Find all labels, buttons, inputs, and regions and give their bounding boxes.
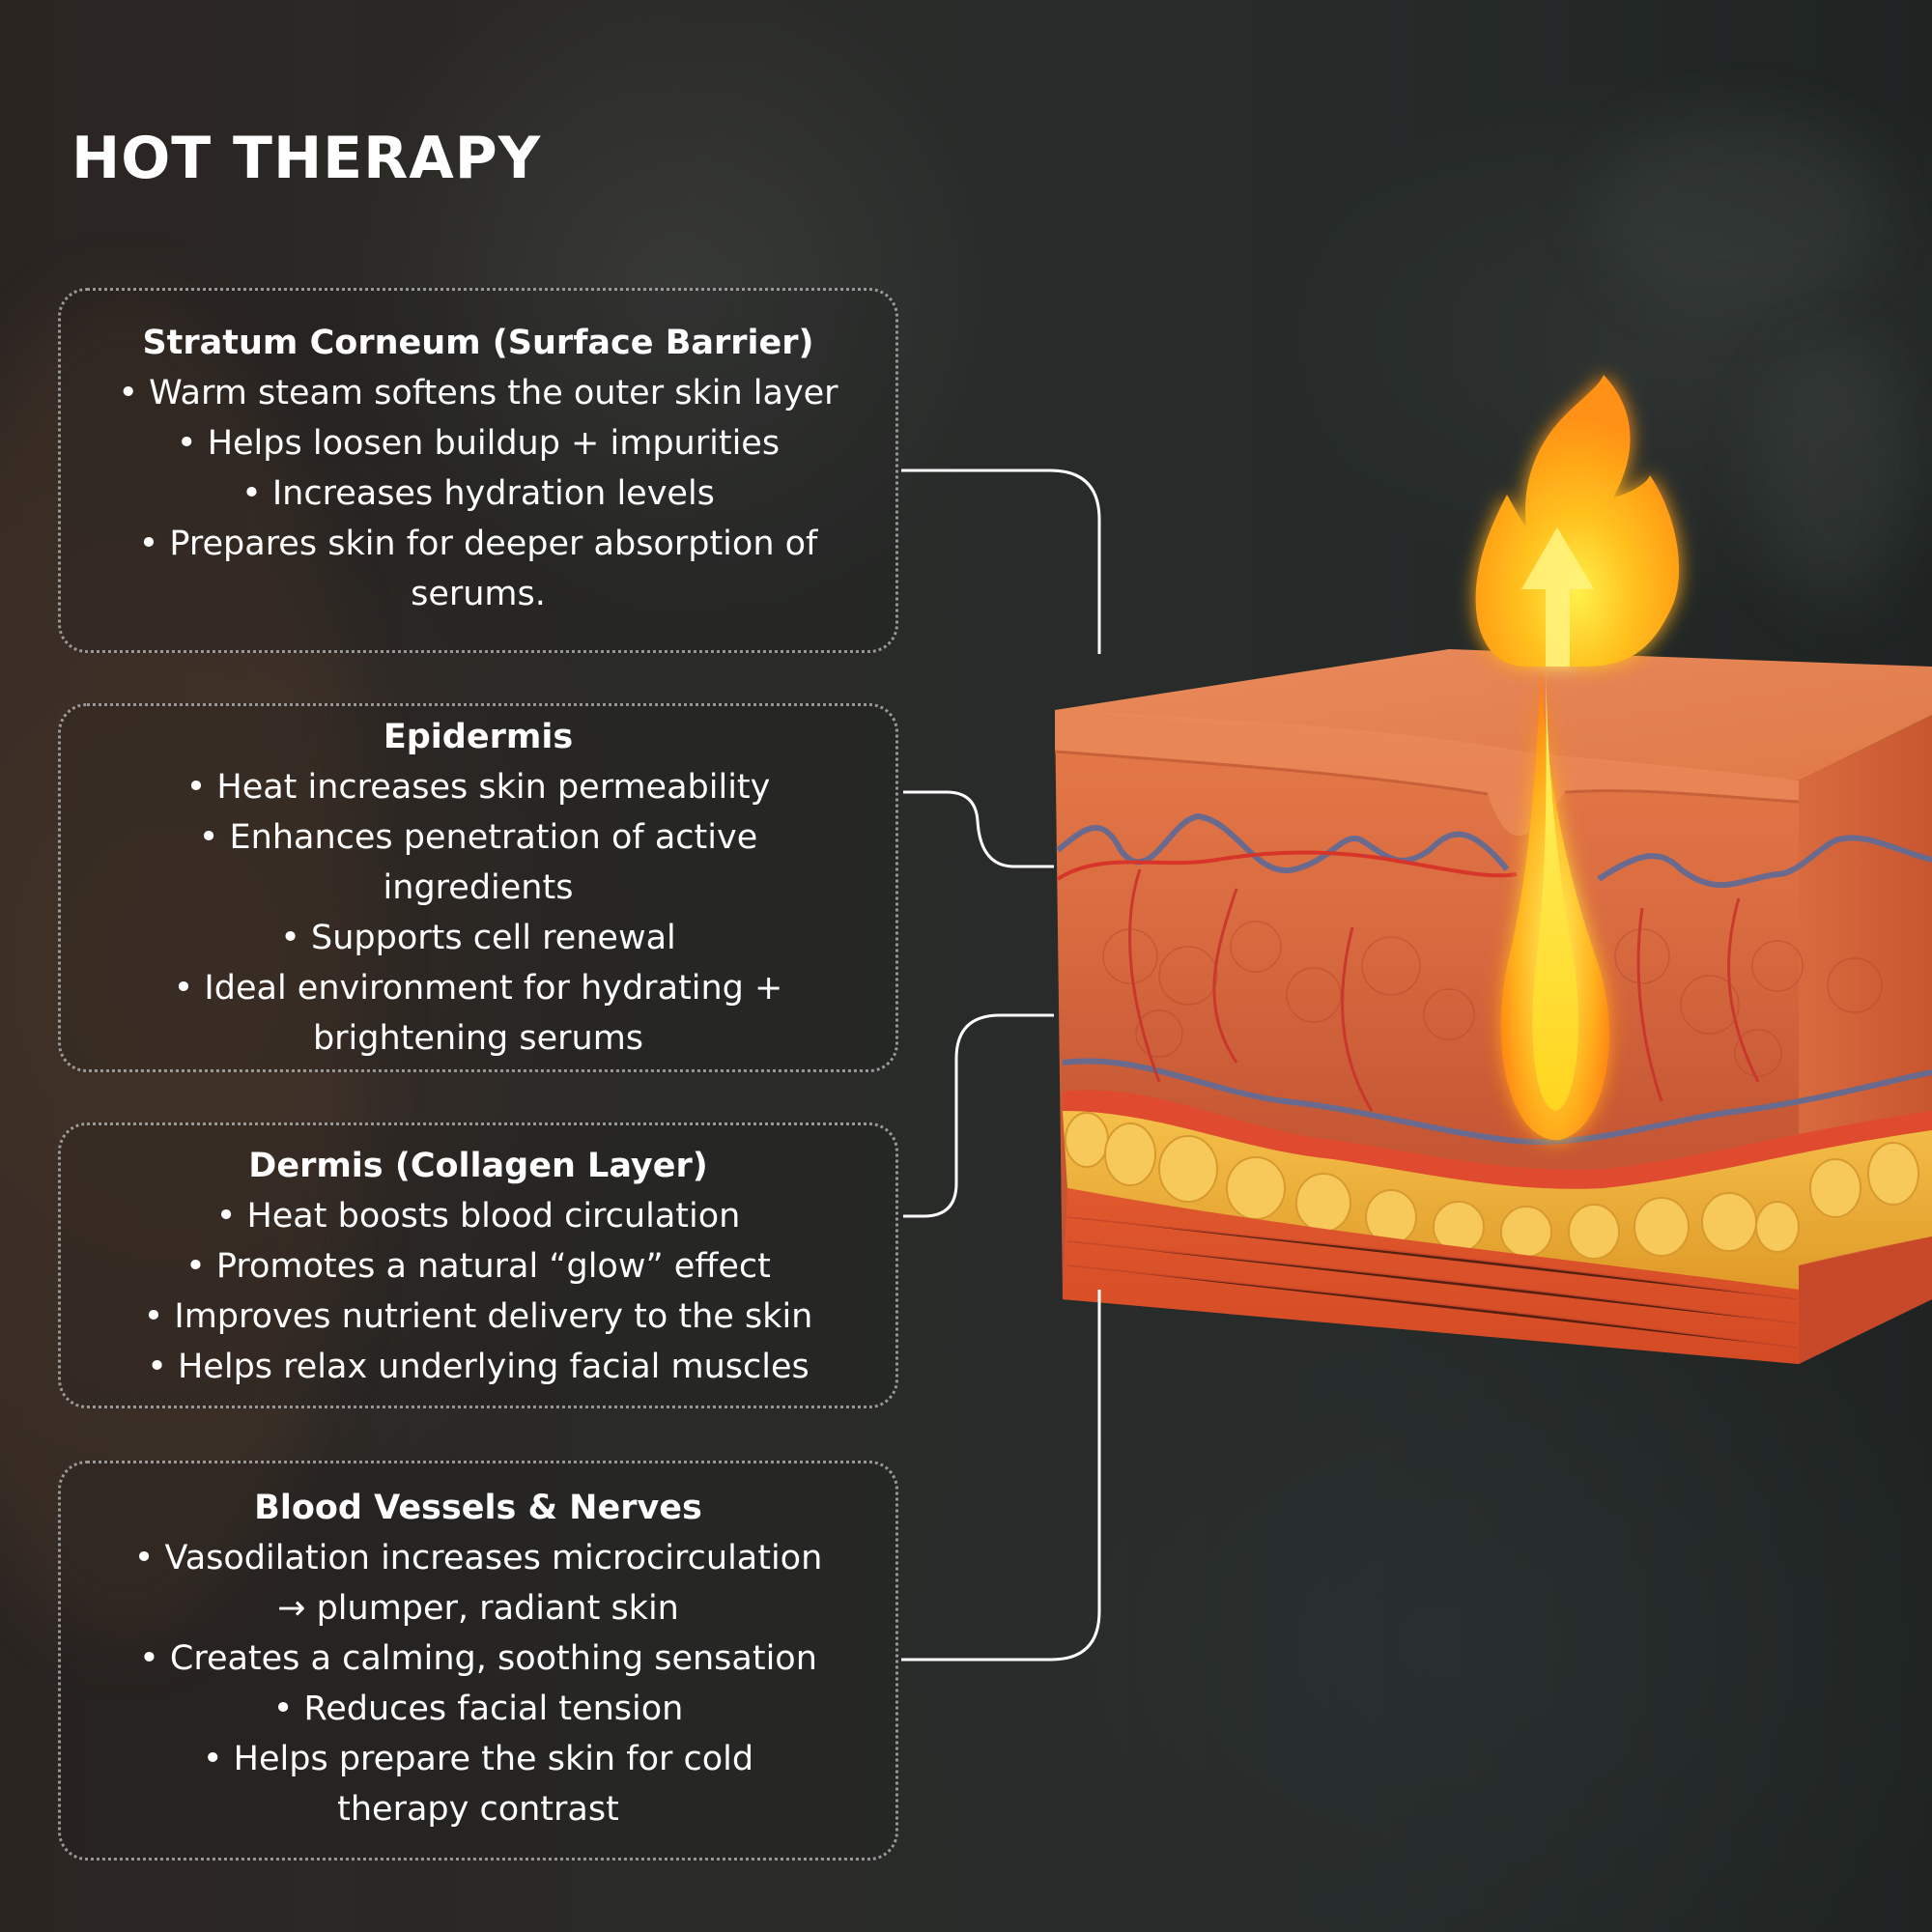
layer-muscle [1063,1188,1799,1364]
card-blood-vessels-nerves: Blood Vessels & Nerves • Vasodilation in… [58,1461,898,1861]
card-heading: Stratum Corneum (Surface Barrier) [142,324,814,362]
card-line: serums. [411,575,546,613]
card-line: ingredients [383,868,574,907]
card-line: • Creates a calming, soothing sensation [139,1639,817,1678]
card-line: • Reduces facial tension [272,1690,684,1728]
card-line: • Supports cell renewal [280,919,676,957]
card-line: • Prepares skin for deeper absorption of [138,525,818,563]
vein [1056,812,1510,874]
card-line: • Enhances penetration of active [198,818,758,857]
card-dermis: Dermis (Collagen Layer) • Heat boosts bl… [58,1122,898,1408]
layer-stratum-corneum [1055,710,1799,837]
card-line: • Ideal environment for hydrating + [173,969,783,1008]
page-title: HOT THERAPY [71,125,542,192]
connector-stratum-corneum [901,469,1101,654]
card-line: • Improves nutrient delivery to the skin [143,1297,813,1336]
card-line: therapy contrast [337,1790,619,1829]
connector-epidermis [903,790,1054,868]
card-line: • Heat boosts blood circulation [215,1197,741,1236]
card-stratum-corneum: Stratum Corneum (Surface Barrier) • Warm… [58,288,898,653]
artery [1056,850,1518,881]
card-heading: Blood Vessels & Nerves [254,1489,702,1527]
card-line: • Warm steam softens the outer skin laye… [118,374,838,412]
card-line: • Helps relax underlying facial muscles [147,1348,810,1386]
dermis-texture [1102,921,1883,1077]
card-line: • Heat increases skin permeability [185,768,771,807]
card-epidermis: Epidermis • Heat increases skin permeabi… [58,703,898,1072]
connector-dermis [903,1013,1054,1218]
card-heading: Epidermis [383,718,574,756]
connector-blood-vessels [901,1290,1101,1662]
card-line: → plumper, radiant skin [277,1589,679,1628]
block-top-face [1055,649,1932,781]
card-line: • Helps loosen buildup + impurities [176,424,781,463]
fat-lobules [1065,1112,1919,1260]
card-heading: Dermis (Collagen Layer) [248,1147,708,1185]
card-line: • Promotes a natural “glow” effect [185,1247,771,1286]
card-line: • Increases hydration levels [242,474,715,513]
card-line: • Vasodilation increases microcirculatio… [133,1539,823,1577]
card-line: • Helps prepare the skin for cold [202,1740,754,1778]
card-line: brightening serums [312,1019,644,1058]
flame-with-up-arrow-icon [1475,375,1680,667]
